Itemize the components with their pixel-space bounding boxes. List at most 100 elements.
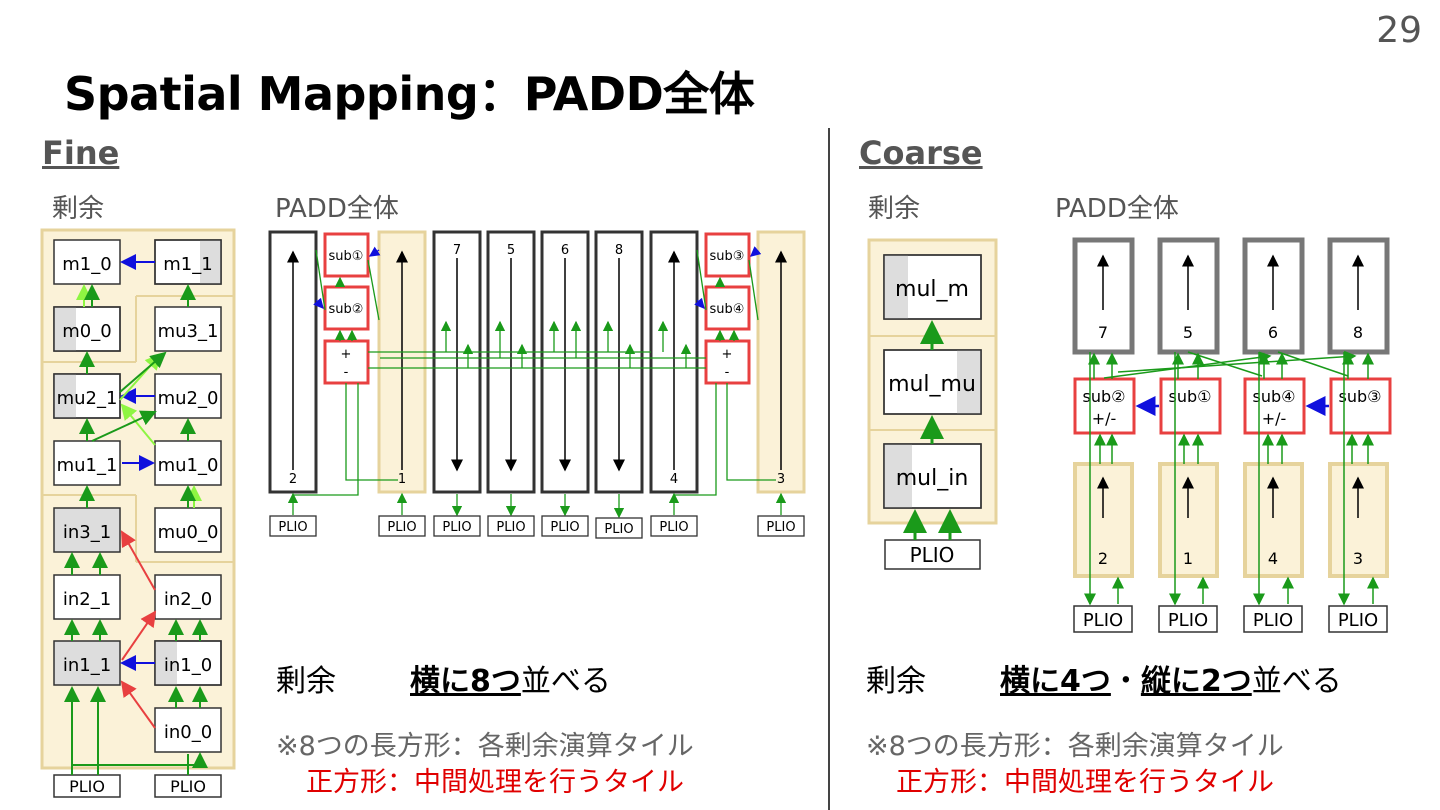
fine-tile-in2_0: in2_0 [154,574,222,620]
coarse-bottom-columns: 2 1 4 3 [1073,462,1389,578]
fine-tile-mu0_0: mu0_0 [154,507,222,553]
coarse-right-label: PADD全体 [1055,194,1179,224]
coarse-caption-emph-2: 縦に2つ [1140,664,1252,699]
fine-padd-plios: PLIO PLIO PLIO PLIO PLIO PLIO PLIO PLIO [269,515,805,539]
fine-plio-left: PLIO [53,774,121,798]
plio-label: PLIO [1253,610,1293,631]
plio-label: PLIO [1083,610,1123,631]
column-number: 6 [561,243,569,258]
sub-label: sub① [329,249,364,264]
fine-padd-columns: 2 1 7 5 6 8 4 3 [268,230,806,494]
tile-label-in1_1: in1_1 [63,655,111,676]
fine-sub-boxes: sub① sub② + - sub③ sub④ + - [323,232,751,385]
tile-label-mul_mu: mul_mu [888,372,976,397]
fine-residue-arrows [64,254,208,775]
plio-label: PLIO [659,520,688,535]
fine-tile-m1_0: m1_0 [53,239,121,285]
column-number: 5 [507,243,515,258]
coarse-caption-emph-1: 横に4つ [1000,664,1111,699]
column-number: 1 [1183,549,1193,568]
fine-tile-in1_0: in1_0 [154,640,222,686]
fine-tile-mu2_1: mu2_1 [53,373,121,419]
coarse-left-label: 剰余 [868,194,921,224]
sub-label: sub③ [1339,387,1382,406]
column-number: 7 [453,243,461,258]
slide-title: Spatial Mapping：PADD全体 [64,67,755,121]
coarse-note-1: ※8つの長方形：各剰余演算タイル [866,731,1284,762]
tile-label-m1_1: m1_1 [163,254,212,275]
fine-tile-mu1_0: mu1_0 [154,440,222,486]
plio-label: PLIO [1338,610,1378,631]
coarse-residue-arrows [903,320,962,540]
sub-label: sub④ [1253,387,1296,406]
column-number: 1 [398,472,406,487]
fine-note-1: ※8つの長方形：各剰余演算タイル [276,731,694,762]
plio-label: PLIO [766,520,795,535]
coarse-caption: 剰余横に4つ・縦に2つ並べる [866,656,1342,700]
fine-tile-in2_1: in2_1 [53,574,121,620]
column-number: 6 [1268,323,1278,342]
minus-label: - [725,365,730,380]
tile-label-in2_0: in2_0 [164,589,212,610]
column-number: 8 [1353,323,1363,342]
column-number: 7 [1098,323,1108,342]
column-number: 3 [1353,549,1363,568]
column-number: 4 [670,472,678,487]
fine-caption-suffix: 並べる [520,664,611,699]
plio-label: PLIO [69,777,105,796]
tile-label-mu3_1: mu3_1 [158,321,219,342]
tile-label-in1_0: in1_0 [164,655,212,676]
op-label: +/- [1262,409,1287,428]
plio-label: PLIO [387,520,416,535]
fine-tile-m1_1: m1_1 [154,239,222,285]
sub-label: sub③ [710,249,745,264]
column-number: 2 [1098,549,1108,568]
tile-label-in3_1: in3_1 [63,522,111,543]
fine-padd-wiring [287,246,787,519]
section-divider [828,128,830,810]
sub-label: sub② [1083,387,1126,406]
fine-tile-m0_0: m0_0 [53,306,121,352]
coarse-caption-prefix: 剰余 [866,664,926,699]
fine-tile-mu3_1: mu3_1 [154,306,222,352]
fine-plio-right: PLIO [154,774,222,798]
coarse-sub-boxes: sub② +/- sub① sub④ +/- sub③ [1073,377,1392,435]
coarse-padd-wiring [1084,350,1379,606]
coarse-note-2: 正方形：中間処理を行うタイル [896,767,1274,798]
plus-label: + [722,347,733,362]
coarse-residue-block: mul_m mul_mu mul_in PLIO [867,238,998,570]
fine-tile-in3_1: in3_1 [53,507,121,553]
column-number: 5 [1183,323,1193,342]
sub-label: sub④ [710,302,745,317]
plio-label: PLIO [496,520,525,535]
plus-label: + [341,347,352,362]
fine-left-label: 剰余 [52,194,105,224]
plio-label: PLIO [278,520,307,535]
column-number: 2 [289,472,297,487]
fine-caption-emph: 横に8つ [410,664,521,699]
minus-label: - [344,365,349,380]
tile-label-mu1_1: mu1_1 [57,455,118,476]
tile-label-m1_0: m1_0 [62,254,111,275]
page-number: 29 [1376,10,1422,51]
tile-label-mu0_0: mu0_0 [158,522,219,543]
fine-tile-in0_0: in0_0 [154,707,222,753]
tile-label-mu1_0: mu1_0 [158,455,219,476]
plio-label: PLIO [170,777,206,796]
coarse-heading: Coarse [859,134,983,172]
column-number: 3 [777,472,785,487]
plio-label: PLIO [550,520,579,535]
column-number: 4 [1268,549,1278,568]
column-number: 8 [615,243,623,258]
plio-label: PLIO [604,522,633,537]
plio-label: PLIO [442,520,471,535]
tile-label-mul_m: mul_m [895,277,969,302]
tile-label-in0_0: in0_0 [164,722,212,743]
tile-label-mu2_1: mu2_1 [57,388,118,409]
sub-label: sub① [1169,387,1212,406]
fine-tile-mu1_1: mu1_1 [53,440,121,486]
coarse-caption-mid: ・ [1110,664,1141,699]
fine-right-label: PADD全体 [275,194,399,224]
tile-label-mu2_0: mu2_0 [158,388,219,409]
